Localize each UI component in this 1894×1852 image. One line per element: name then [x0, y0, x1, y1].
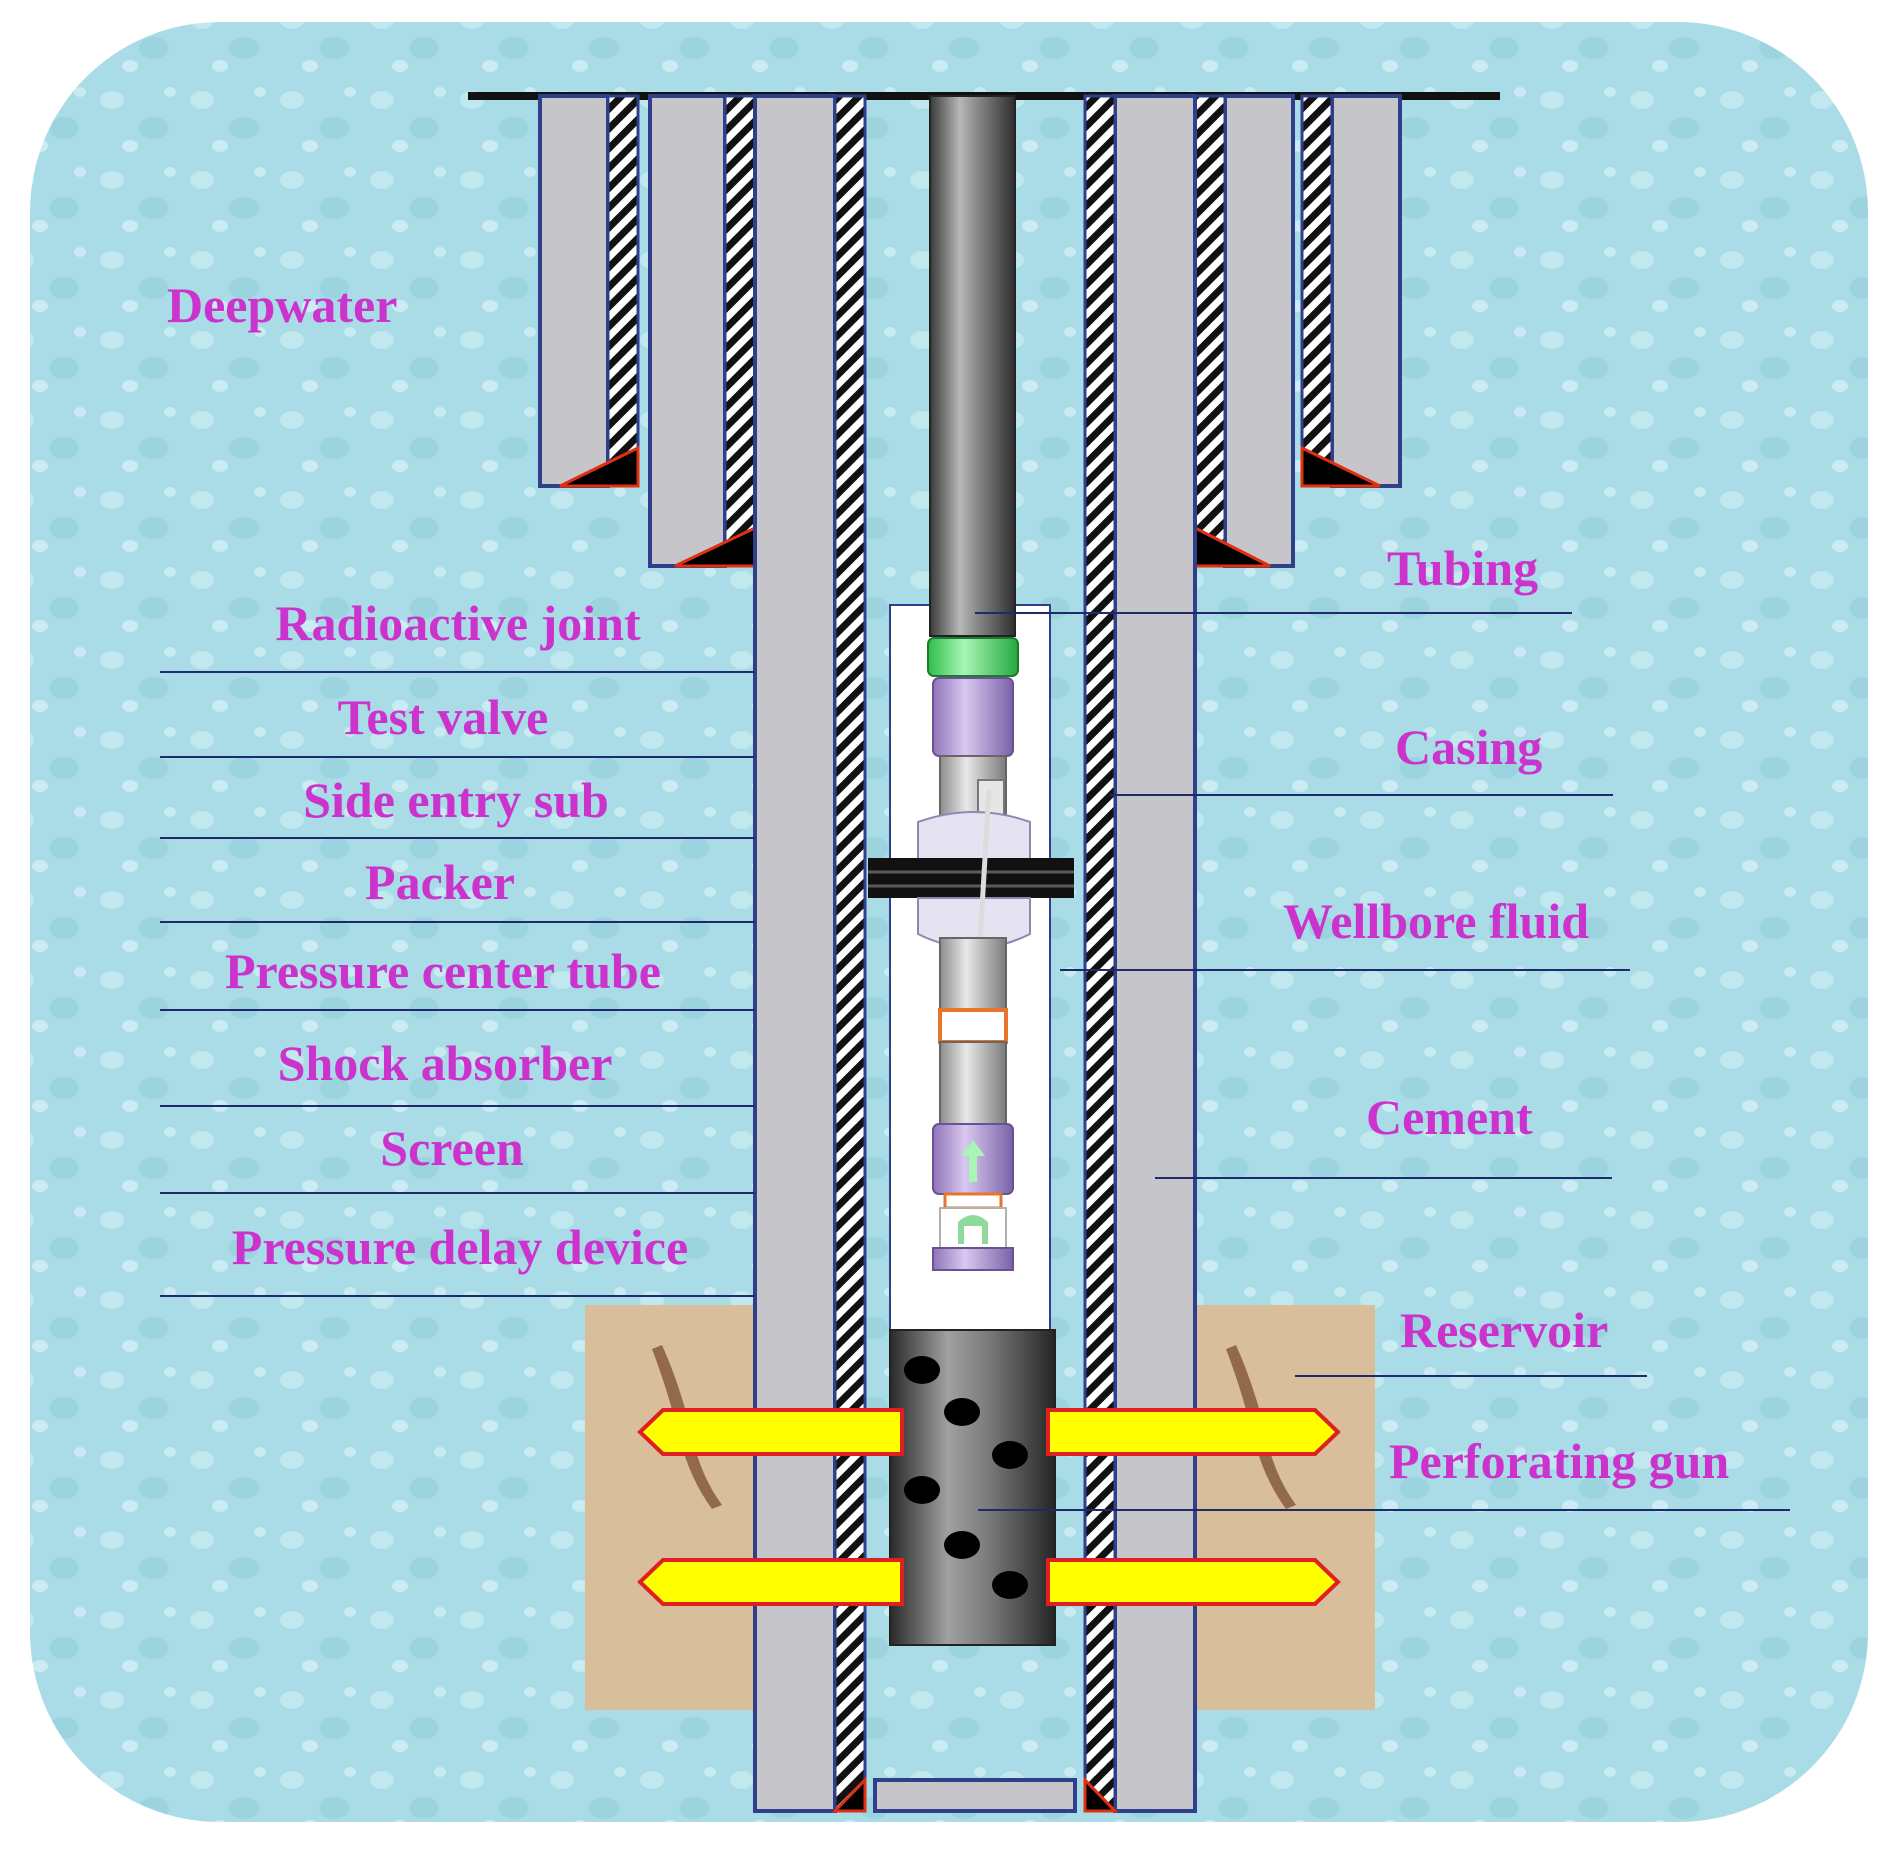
label-reservoir: Reservoir: [1400, 1302, 1609, 1358]
pressure-delay-device: [939, 1207, 1007, 1249]
label-radioactive-joint: Radioactive joint: [275, 595, 641, 651]
label-pressure-center-tube: Pressure center tube: [224, 943, 662, 999]
test-valve: [932, 677, 1014, 757]
test-string: [868, 637, 1074, 1271]
shock-absorber: [938, 1008, 1008, 1044]
perforating-gun: [889, 1329, 1056, 1646]
label-deepwater: Deepwater: [167, 277, 398, 333]
label-tubing: Tubing: [1387, 540, 1539, 596]
conductor-casing-right: [1193, 94, 1402, 568]
label-perforating-gun: Perforating gun: [1389, 1433, 1730, 1489]
label-wellbore-fluid: Wellbore fluid: [1283, 893, 1590, 949]
label-shock-absorber: Shock absorber: [277, 1035, 613, 1091]
label-test-valve: Test valve: [337, 689, 549, 745]
label-packer: Packer: [365, 854, 515, 910]
label-screen: Screen: [380, 1120, 524, 1176]
label-casing: Casing: [1395, 719, 1543, 775]
reservoir-rock: [585, 1305, 1375, 1710]
perforation-tunnels: [637, 1408, 1341, 1606]
packer: [868, 858, 1074, 898]
label-side-entry-sub: Side entry sub: [303, 772, 609, 828]
conductor-casing-left: [538, 94, 757, 568]
label-cement: Cement: [1366, 1089, 1533, 1145]
leader-lines: [160, 612, 1790, 1511]
radioactive-joint: [927, 637, 1019, 677]
tubing: [929, 95, 1016, 637]
production-casing: [753, 94, 1197, 1813]
label-pressure-delay-device: Pressure delay device: [231, 1219, 689, 1275]
